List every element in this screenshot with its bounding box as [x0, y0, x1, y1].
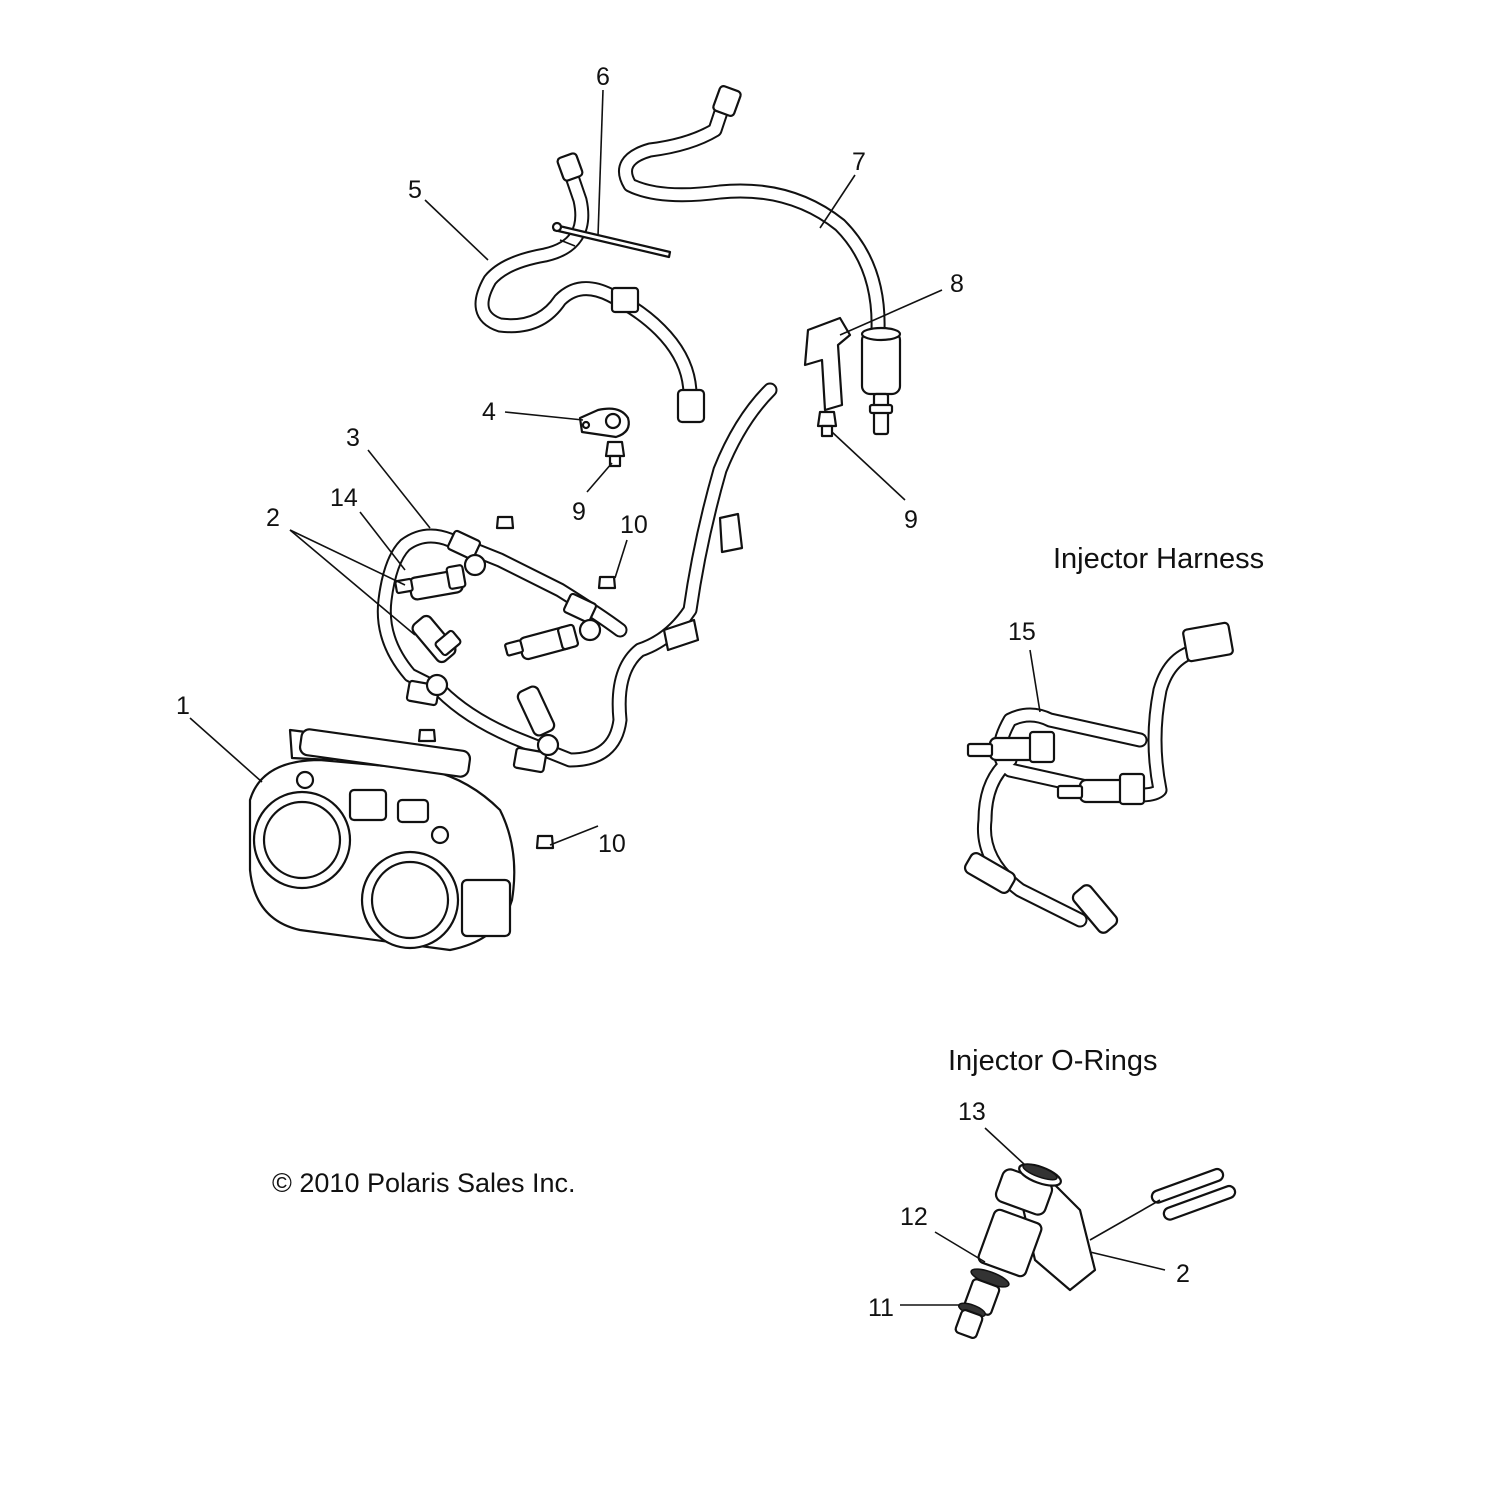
callout-7: 7	[852, 148, 866, 176]
fuel-filter-8	[803, 316, 902, 436]
leader-lines	[189, 89, 1166, 1306]
section-title-injector-orings: Injector O-Rings	[948, 1045, 1158, 1077]
injector-harness-15	[963, 621, 1234, 934]
injector-2-middle-left	[411, 614, 462, 664]
callout-9-right: 9	[904, 506, 918, 534]
injector-2-middle-right	[504, 623, 580, 661]
fuel-rail-3	[376, 382, 778, 774]
callout-2-detail: 2	[1176, 1260, 1190, 1288]
injector-2-upper	[394, 564, 467, 601]
callout-1: 1	[176, 692, 190, 720]
bolt-9-left	[604, 440, 626, 468]
bolt-9-right	[816, 410, 838, 438]
fuel-hose-5	[474, 152, 706, 424]
bolt-10-c	[495, 515, 515, 530]
injector-orings-detail	[954, 1163, 1237, 1340]
callout-10-upper: 10	[620, 511, 648, 539]
clamp-4	[578, 407, 630, 439]
callout-2-rail: 2	[266, 504, 280, 532]
callout-13: 13	[958, 1098, 986, 1126]
callout-6: 6	[596, 63, 610, 91]
callout-9-left: 9	[572, 498, 586, 526]
callout-11: 11	[868, 1294, 894, 1322]
bolt-10-a	[597, 575, 617, 590]
callout-15: 15	[1008, 618, 1036, 646]
bolt-10-d	[417, 728, 437, 743]
bolt-10-b	[535, 834, 555, 850]
callout-12: 12	[900, 1203, 928, 1231]
callout-8: 8	[950, 270, 964, 298]
section-title-injector-harness: Injector Harness	[1053, 543, 1264, 575]
callout-4: 4	[482, 398, 496, 426]
callout-5: 5	[408, 176, 422, 204]
throttle-body-1	[248, 728, 516, 952]
callout-10-lower: 10	[598, 830, 626, 858]
injector-2-lower	[516, 685, 556, 737]
copyright-notice: © 2010 Polaris Sales Inc.	[272, 1168, 576, 1198]
callout-14: 14	[330, 484, 358, 512]
cable-tie-6	[551, 221, 672, 259]
fuel-hose-7	[618, 85, 886, 338]
callout-3: 3	[346, 424, 360, 452]
